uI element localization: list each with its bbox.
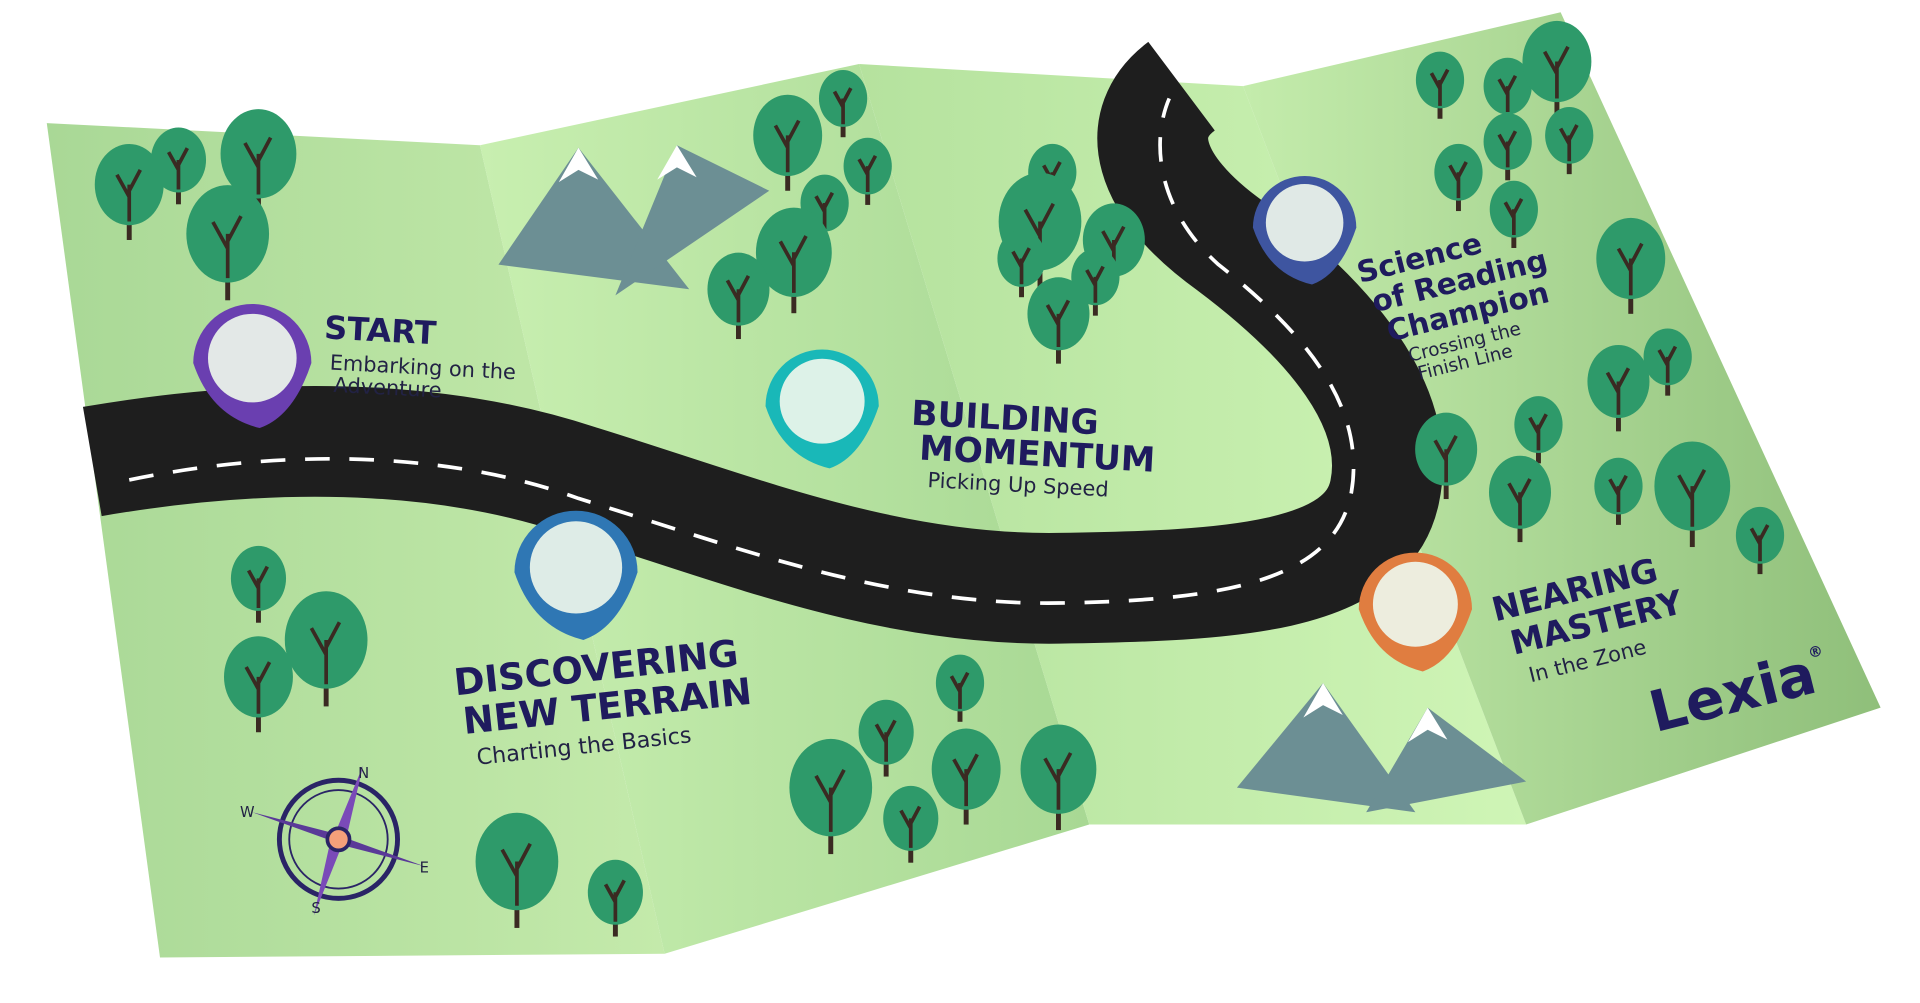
map-pin-icon [1358, 552, 1472, 672]
map-pin-icon [193, 303, 312, 429]
tree-icon [1522, 20, 1592, 117]
compass-n: N [358, 765, 369, 782]
tree-icon [1415, 412, 1478, 500]
tree-icon [843, 137, 892, 205]
tree-icon [94, 143, 164, 240]
trees [94, 20, 1785, 937]
logo-mark: ® [1806, 642, 1824, 662]
tree-icon [707, 252, 770, 340]
mountain-icon [615, 145, 770, 296]
mountain-icon [1366, 707, 1527, 813]
tree-icon [1071, 248, 1120, 316]
milestone-start: START Embarking on the Adventure [323, 308, 516, 403]
tree-icon [150, 127, 207, 205]
tree-icon [755, 207, 832, 314]
tree-icon [1488, 455, 1552, 543]
tree-icon [224, 636, 293, 733]
tree-icon [1027, 277, 1090, 364]
tree-icon [818, 70, 868, 138]
compass-rose-icon: N E S W [240, 765, 429, 917]
tree-icon [883, 785, 939, 863]
tree-icon [789, 738, 873, 855]
road [82, 41, 1443, 644]
map-pin-icon [765, 349, 879, 469]
tree-icon [1735, 506, 1785, 575]
tree-icon [220, 109, 297, 215]
tree-icon [1415, 51, 1465, 119]
panel-1 [46, 123, 665, 958]
tree-icon [1483, 113, 1532, 181]
tree-icon [1587, 344, 1650, 432]
tree-icon [1020, 724, 1097, 831]
tree-icon [1545, 106, 1594, 175]
compass-w: W [240, 804, 255, 821]
map-pin-icon [1252, 175, 1357, 285]
tree-icon [1596, 217, 1666, 314]
tree-icon [186, 185, 270, 301]
compass-s: S [311, 900, 320, 917]
mountains [498, 145, 1527, 813]
tree-icon [935, 654, 985, 722]
milestone-pins [193, 175, 1472, 672]
milestone-building: BUILDING MOMENTUM Picking Up Speed [910, 394, 1156, 502]
tree-icon [1514, 396, 1563, 464]
tree-icon [475, 812, 559, 928]
mountain-icon [1236, 683, 1416, 813]
tree-icon [997, 230, 1046, 298]
tree-icon [230, 545, 287, 623]
tree-icon [587, 859, 643, 937]
tree-icon [753, 94, 823, 191]
tree-icon [858, 699, 914, 777]
compass-e: E [420, 860, 429, 877]
tree-icon [1643, 328, 1692, 396]
tree-icon [1483, 57, 1532, 125]
milestone-title: BUILDING [910, 394, 1099, 444]
tree-icon [1434, 143, 1483, 212]
tree-icon [1594, 457, 1643, 525]
tree-icon [284, 591, 368, 707]
milestone-title: START [323, 308, 437, 352]
tree-icon [1489, 180, 1538, 248]
tree-icon [931, 728, 1001, 825]
map-pin-icon [514, 510, 638, 640]
tree-icon [1654, 441, 1731, 548]
milestone-subtitle: Adventure [333, 373, 442, 403]
